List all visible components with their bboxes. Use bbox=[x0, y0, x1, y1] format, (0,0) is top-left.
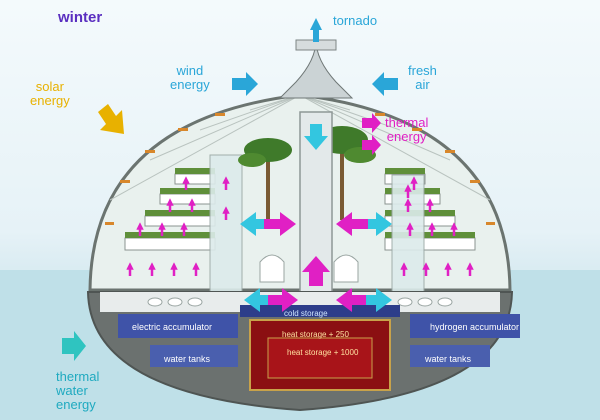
solar-arrow bbox=[98, 104, 124, 134]
shaft-down-arrow bbox=[304, 124, 328, 150]
left-glass-tower bbox=[209, 154, 243, 296]
fresh-air-arrow bbox=[372, 72, 398, 96]
cold-storage-label: cold storage bbox=[284, 309, 328, 318]
deck-portholes bbox=[147, 297, 453, 307]
left-accumulator-room bbox=[118, 314, 238, 338]
right-accumulator-room bbox=[410, 314, 520, 338]
solar-energy-label: solar energy bbox=[30, 79, 70, 109]
water-tanks-right-label: water tanks bbox=[425, 354, 472, 364]
water-tanks-left-label: water tanks bbox=[164, 354, 211, 364]
thermal-water-arrow bbox=[62, 331, 86, 361]
electric-accumulator-label: electric accumulator bbox=[132, 322, 213, 332]
arched-windows bbox=[259, 254, 359, 283]
cold-storage-band bbox=[240, 305, 400, 317]
season-label: winter bbox=[58, 9, 103, 26]
tornado-label: tornado bbox=[333, 13, 378, 28]
dome-struts bbox=[105, 113, 495, 225]
thermal-arrows-small bbox=[126, 176, 474, 276]
right-water-tank-room bbox=[410, 345, 490, 367]
shaft-side-arrows-lower bbox=[244, 288, 392, 312]
thermal-water-energy-label: thermal water energy bbox=[56, 369, 100, 413]
left-terraces bbox=[124, 168, 216, 251]
shaft-up-arrow bbox=[302, 256, 330, 286]
thermal-energy-arrows bbox=[362, 113, 381, 155]
heat-storage-inner bbox=[267, 337, 373, 379]
wind-arrow bbox=[232, 72, 258, 96]
heat-storage-lower-label: heat storage + 1000 bbox=[287, 348, 359, 357]
thermal-energy-label: thermal energy bbox=[385, 115, 429, 145]
heat-storage-upper-label: heat storage + 250 bbox=[282, 330, 349, 339]
wind-energy-label: wind energy bbox=[170, 63, 210, 93]
fresh-air-label: fresh air bbox=[408, 63, 437, 93]
tornado-arrow bbox=[310, 18, 322, 42]
shaft-side-arrows-upper bbox=[240, 212, 392, 236]
hydrogen-accumulator-label: hydrogen accumulator bbox=[430, 322, 520, 332]
left-water-tank-room bbox=[150, 345, 238, 367]
